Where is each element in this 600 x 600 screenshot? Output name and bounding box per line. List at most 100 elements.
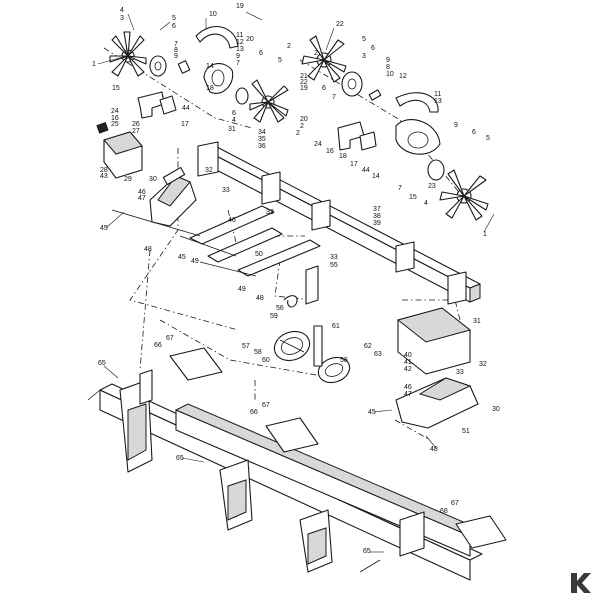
callout-44: 44 (362, 167, 370, 174)
callout-34: 34 (258, 129, 266, 136)
callout-5: 5 (362, 36, 366, 43)
callout-19: 19 (300, 85, 308, 92)
crank-post (283, 265, 319, 308)
callout-6: 6 (472, 129, 476, 136)
callout-4: 4 (120, 7, 124, 14)
callout-45: 45 (100, 225, 108, 232)
callout-2: 2 (287, 43, 291, 50)
callout-7: 7 (236, 60, 240, 67)
callout-2: 2 (314, 50, 318, 57)
callout-15: 15 (112, 85, 120, 92)
callout-14: 14 (206, 63, 214, 70)
callout-61: 61 (332, 323, 340, 330)
callout-9: 9 (236, 53, 240, 60)
callout-7: 7 (174, 41, 178, 48)
callout-11: 11 (434, 91, 441, 98)
callout-65: 65 (176, 455, 184, 462)
callout-31: 31 (228, 126, 236, 133)
star-wheel-right-bottom (427, 159, 489, 221)
callout-7: 7 (398, 185, 402, 192)
scraper-right (395, 92, 441, 155)
callout-55: 55 (330, 262, 338, 269)
callout-63: 63 (374, 351, 382, 358)
spacer-block-left (103, 131, 143, 179)
callout-40: 40 (404, 352, 412, 359)
callout-16: 16 (111, 115, 119, 122)
callout-5: 5 (172, 15, 176, 22)
callout-56: 56 (276, 305, 284, 312)
callout-17: 17 (350, 161, 358, 168)
star-wheel-center (235, 79, 289, 123)
marker-disc-upper (273, 330, 311, 362)
callout-48: 48 (430, 446, 438, 453)
callout-45: 45 (368, 409, 376, 416)
callout-27: 27 (132, 128, 140, 135)
centre-lines (103, 47, 481, 441)
arm-lower-right (395, 377, 479, 429)
callout-15: 15 (409, 194, 417, 201)
callout-36: 36 (258, 143, 266, 150)
callout-62: 62 (364, 343, 372, 350)
callout-20: 20 (300, 116, 308, 123)
callout-16: 16 (326, 148, 334, 155)
callout-19: 19 (236, 3, 244, 10)
callout-4: 4 (232, 117, 236, 124)
callout-21: 21 (300, 73, 308, 80)
link-plates (111, 205, 321, 277)
callout-30: 30 (149, 176, 157, 183)
callout-48: 48 (256, 295, 264, 302)
callout-32: 32 (205, 167, 213, 174)
bracket-lower-right (396, 307, 472, 375)
clamp-brackets (139, 347, 507, 557)
arm-left (149, 166, 197, 227)
callout-6: 6 (322, 85, 326, 92)
callout-8: 8 (174, 47, 178, 54)
callout-1: 1 (92, 61, 96, 68)
hub-right (341, 71, 382, 101)
callout-43: 43 (100, 173, 108, 180)
hub-left (149, 55, 191, 77)
callout-3: 3 (362, 53, 366, 60)
callout-8: 8 (386, 64, 390, 71)
bracket-left (96, 91, 177, 134)
callout-6: 6 (259, 50, 263, 57)
callout-67: 67 (166, 335, 174, 342)
callout-25: 25 (111, 121, 119, 128)
tine-shank-2 (219, 459, 253, 531)
callout-57: 57 (242, 343, 250, 350)
callout-67: 67 (262, 402, 270, 409)
callout-35: 35 (258, 136, 266, 143)
callout-30: 30 (492, 406, 500, 413)
callout-24: 24 (314, 141, 322, 148)
callout-18: 18 (339, 153, 347, 160)
callout-22: 22 (300, 79, 308, 86)
callout-39: 39 (373, 220, 381, 227)
callout-9: 9 (454, 122, 458, 129)
callout-23: 23 (428, 183, 436, 190)
callout-66: 66 (250, 409, 258, 416)
callout-45: 45 (178, 254, 186, 261)
callout-22: 22 (336, 21, 344, 28)
callout-47: 47 (138, 195, 146, 202)
callout-7: 7 (332, 94, 336, 101)
callout-65: 65 (98, 360, 106, 367)
callout-26: 26 (132, 121, 140, 128)
callout-18: 18 (206, 85, 214, 92)
callout-46: 46 (404, 384, 412, 391)
callout-5: 5 (278, 57, 282, 64)
callout-12: 12 (236, 39, 244, 46)
callout-65: 65 (363, 548, 371, 555)
callout-48: 48 (144, 246, 152, 253)
callout-49: 49 (238, 286, 246, 293)
callout-5: 5 (486, 135, 490, 142)
callout-1: 1 (483, 231, 487, 238)
callout-50: 50 (255, 251, 263, 258)
callout-33: 33 (456, 369, 464, 376)
callout-42: 42 (404, 366, 412, 373)
callout-41: 41 (404, 359, 412, 366)
brand-logo (571, 573, 591, 593)
callout-44: 44 (182, 105, 190, 112)
callout-9: 9 (386, 57, 390, 64)
callout-11: 11 (236, 32, 243, 39)
callout-46: 46 (138, 189, 146, 196)
